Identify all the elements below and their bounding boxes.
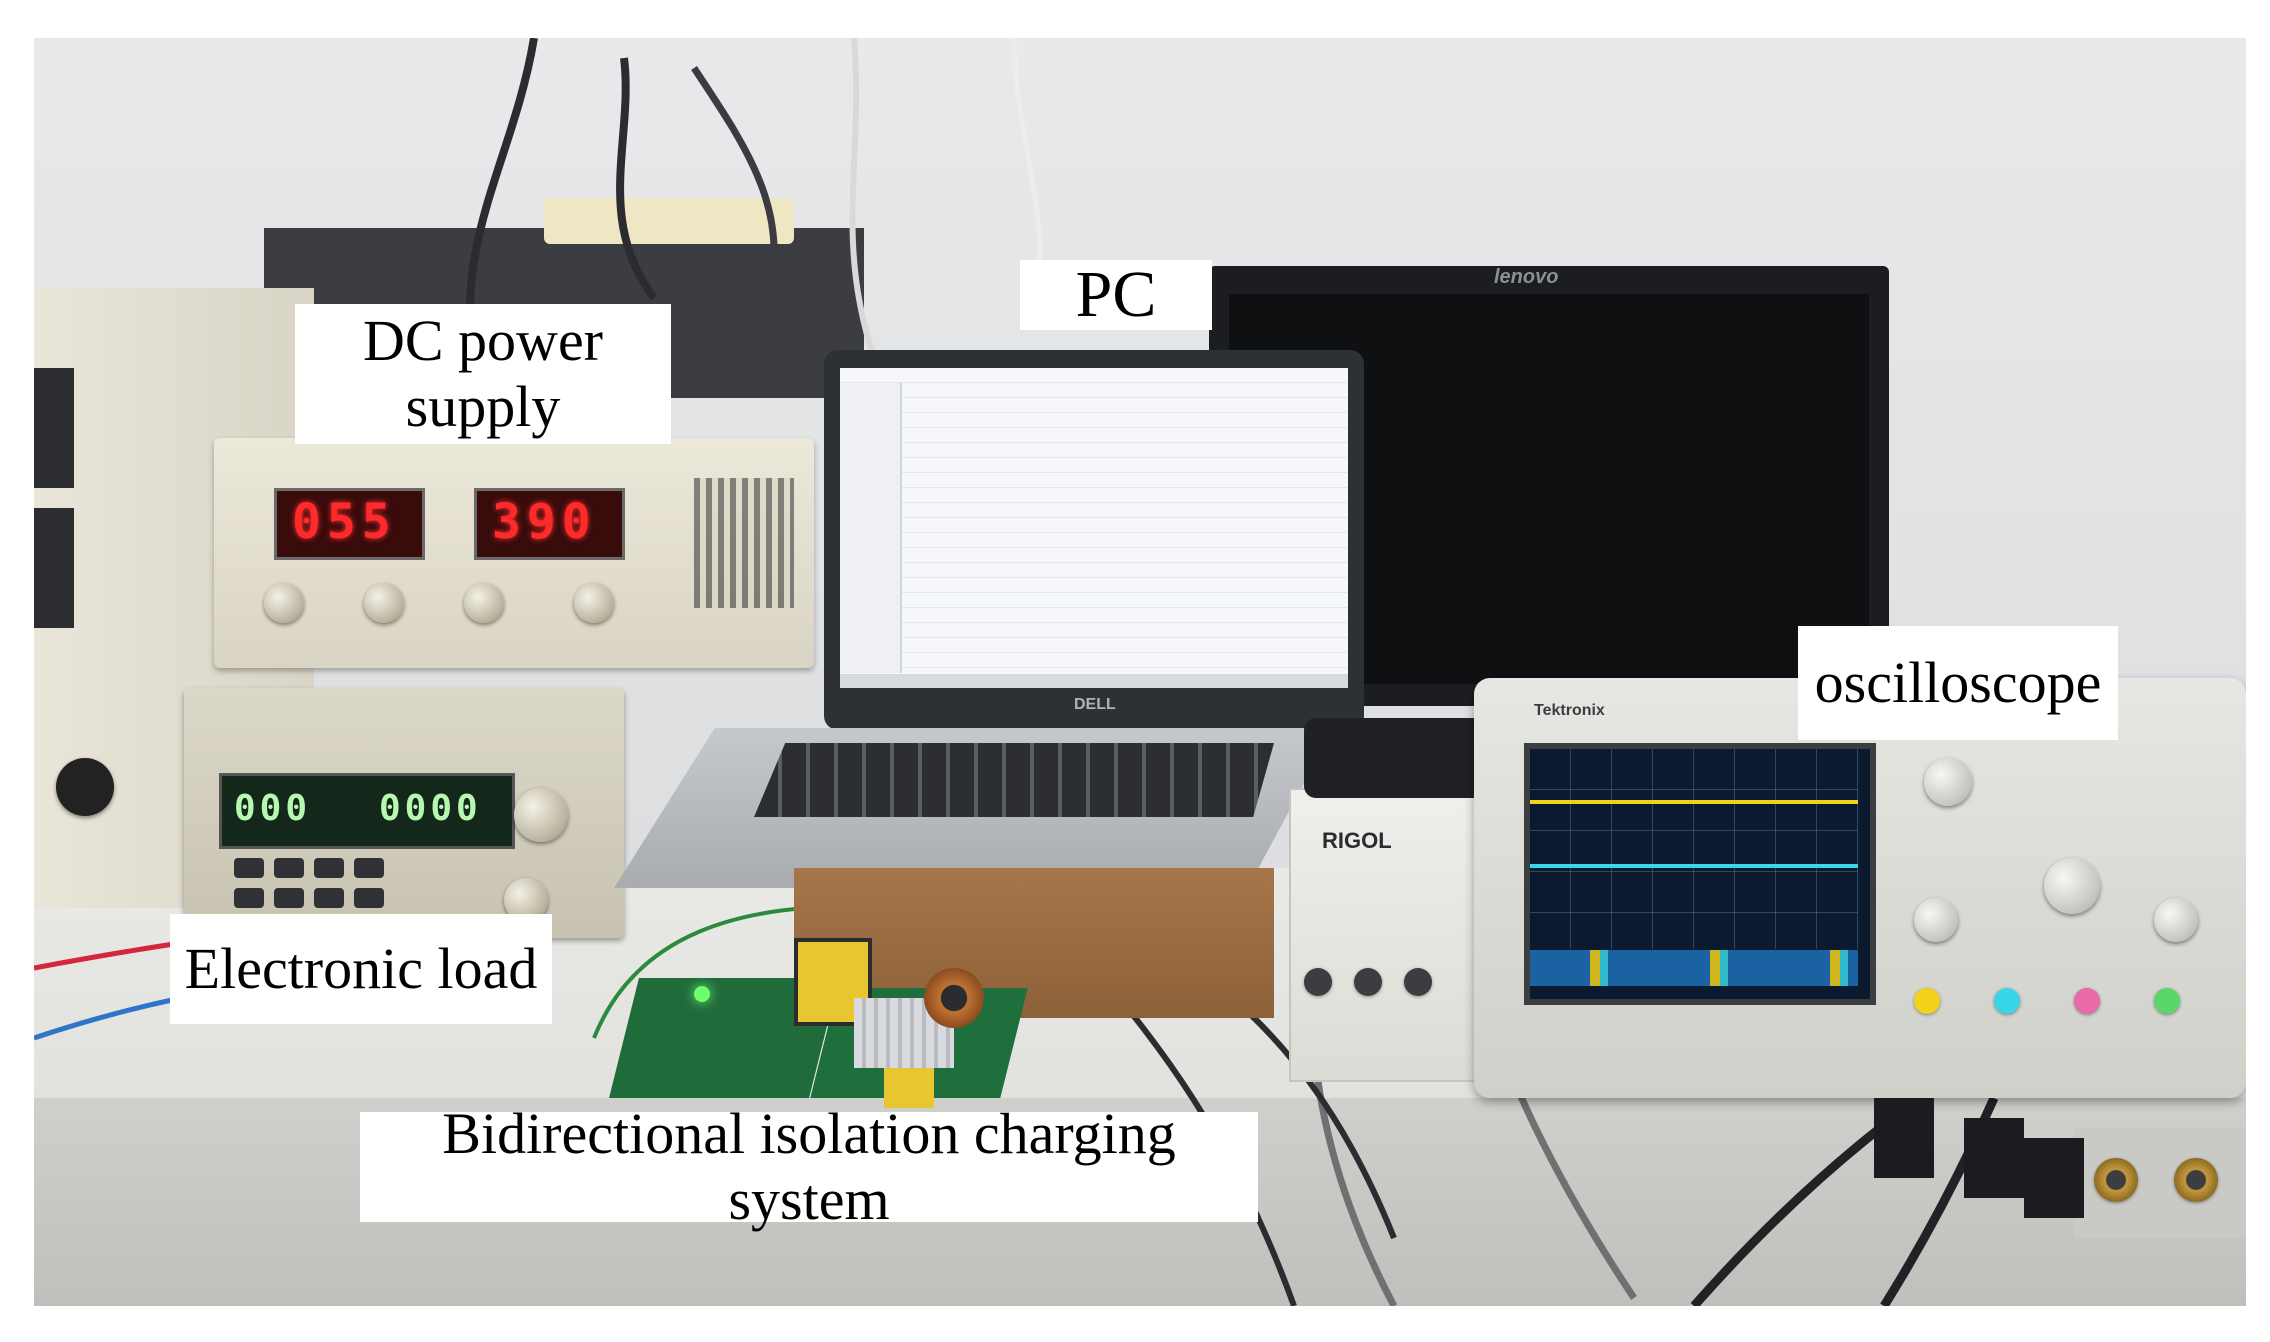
supply-knob-4 [574,583,614,623]
probe-box [1304,718,1494,798]
rigol-unit [1289,788,1478,1082]
supply-knob-3 [464,583,504,623]
load-key [314,888,344,908]
inductor [924,968,984,1028]
laptop-brand-logo: DELL [1074,696,1116,713]
probe-plug [1964,1118,2024,1198]
rigol-brand-logo: RIGOL [1322,828,1392,853]
load-key [234,858,264,878]
supply-vent [694,478,794,608]
bnc-connector [2094,1158,2138,1202]
scope-knob [1924,758,1972,806]
label-oscilloscope: oscilloscope [1798,626,2118,740]
power-strip [544,198,794,244]
load-display [219,773,515,849]
load-key [274,888,304,908]
scope-knob [2044,858,2100,914]
probe-plug [1874,1098,1934,1178]
label-oscilloscope-text: oscilloscope [1814,650,2102,715]
load-key [314,858,344,878]
label-charging-system: Bidirectional isolation charging system [360,1101,1258,1232]
scope-button-green [2154,988,2180,1014]
label-electronic-load-text: Electronic load [184,936,538,1001]
capacitor [884,1068,934,1108]
left-cabinet-knob [56,758,114,816]
supply-knob-1 [264,583,304,623]
scope-trace-yellow [1530,800,1858,804]
scope-button-cyan [1994,988,2020,1014]
rigol-terminal [1354,968,1382,996]
load-key [274,858,304,878]
supply-knob-2 [364,583,404,623]
scope-knob [2154,898,2198,942]
label-pc-text: PC [1075,258,1157,331]
supply-current-readout: 055 [292,494,397,550]
laptop-screen-content [840,368,1348,688]
rigol-terminal [1304,968,1332,996]
scope-status-bar [1530,950,1858,986]
load-readout-left: 000 [234,788,312,829]
rigol-terminal [1404,968,1432,996]
status-led [694,986,710,1002]
scope-grid [1530,749,1858,949]
scope-button-pink [2074,988,2100,1014]
transformer [794,938,872,1026]
scope-knob [1914,898,1958,942]
load-key [234,888,264,908]
tek-brand-logo: Tektronix [1534,702,1605,719]
label-dc-power-supply: DC power supply [295,304,671,444]
supply-display-left [274,488,425,560]
left-cabinet-panel-2 [34,508,74,628]
monitor-brand-logo: lenovo [1494,266,1559,288]
supply-voltage-readout: 390 [492,494,597,550]
load-knob [514,788,568,842]
load-key [354,858,384,878]
label-pc: PC [1020,260,1212,330]
supply-display-right [474,488,625,560]
left-cabinet-panel [34,368,74,488]
label-charging-system-text: Bidirectional isolation charging system [442,1101,1176,1232]
label-dc-power-supply-line2: supply [405,374,561,439]
label-dc-power-supply-line1: DC power [362,308,603,373]
bnc-connector [2174,1158,2218,1202]
probe-plug [2024,1138,2084,1218]
scope-trace-cyan [1530,864,1858,868]
laptop-keyboard [754,743,1274,817]
label-electronic-load: Electronic load [170,914,552,1024]
laptop-taskbar [840,674,1348,688]
laptop-screen-sidebar [840,383,902,673]
scope-button-yellow [1914,988,1940,1014]
load-key [354,888,384,908]
load-readout-right: 0000 [379,788,482,829]
